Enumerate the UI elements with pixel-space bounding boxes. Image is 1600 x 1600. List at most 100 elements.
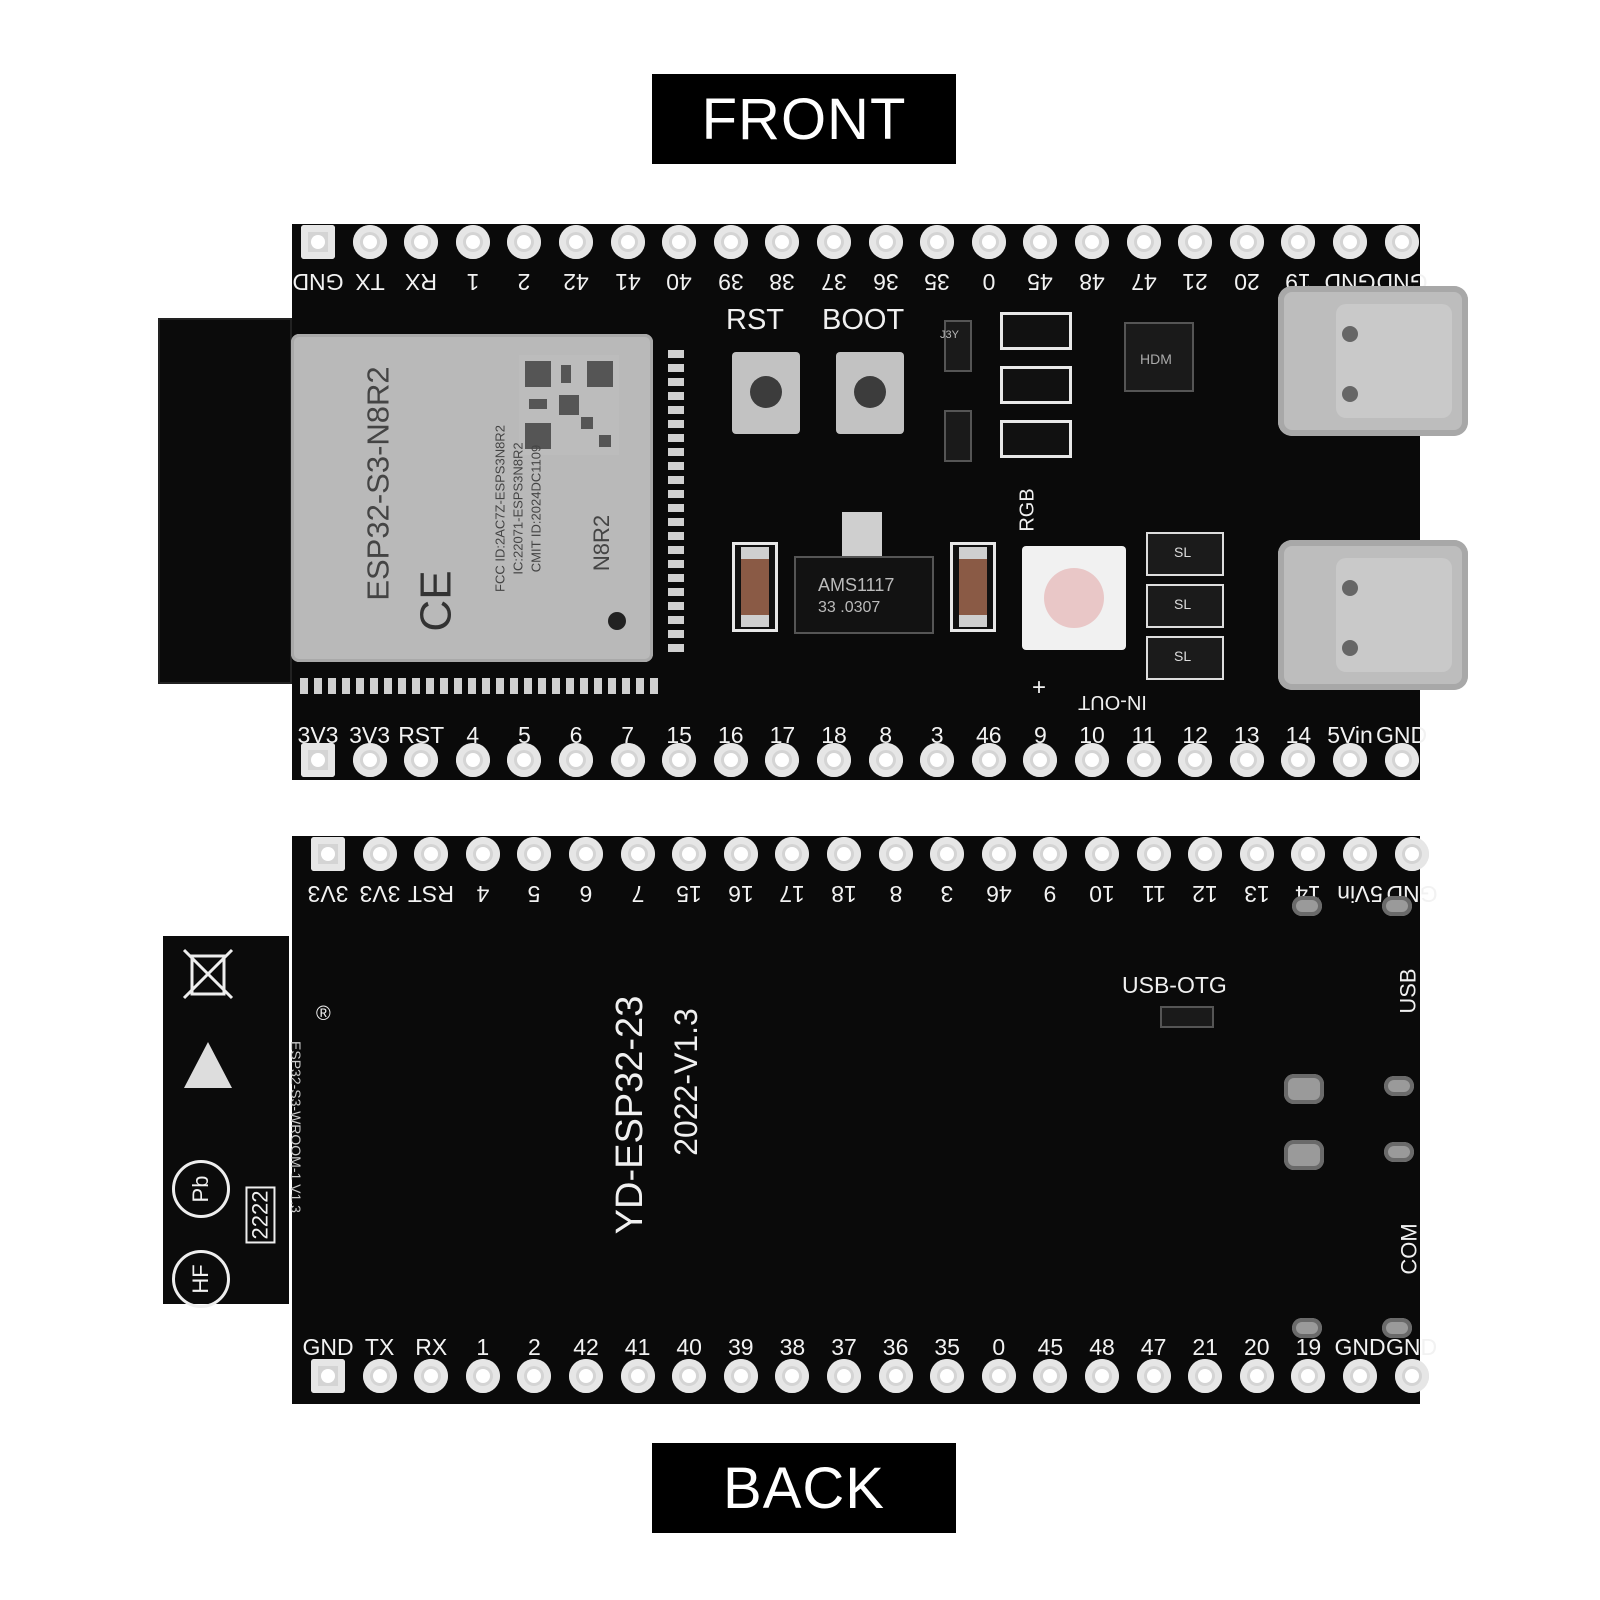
front-top-pin-11: [868, 225, 903, 259]
back-top-pin-7: [672, 837, 707, 871]
voltage-regulator: [794, 556, 934, 634]
front-bottom-pin-3: [455, 743, 490, 777]
front-bottom-pin-label-12: 3: [930, 722, 944, 748]
front-bottom-pin-2: [404, 743, 439, 777]
front-bottom-pin-5: [559, 743, 593, 777]
front-top-pin-9: [765, 225, 800, 259]
back-bottom-pin-1: [362, 1359, 397, 1393]
back-top-pin-11: [878, 837, 913, 871]
com-label: COM: [1396, 1223, 1422, 1275]
front-top-pin-label-11: 36: [872, 269, 899, 295]
esd-warning-icon: [180, 1036, 236, 1092]
module-bottom-pad-0: [300, 678, 308, 694]
rst-button-knob: [750, 376, 782, 408]
front-top-pin-15: [1075, 225, 1109, 259]
back-top-pin-label-1: 3V3: [359, 881, 401, 907]
front-top-pin-16: [1126, 225, 1161, 259]
module-bottom-pad-10: [440, 678, 448, 694]
front-top-pin-label-9: 38: [769, 269, 796, 295]
module-bottom-pad-14: [496, 678, 504, 694]
back-top-pin-15: [1085, 837, 1119, 871]
regulator-line-2: 33 .0307: [818, 599, 881, 616]
power-led: [1000, 312, 1072, 350]
diode-2-label: SL: [1174, 596, 1192, 612]
usb-hub-chip: [1124, 322, 1194, 392]
back-bottom-pin-label-6: 41: [624, 1334, 651, 1360]
back-top-pin-9: [775, 837, 810, 871]
front-top-pin-label-4: 2: [517, 269, 531, 295]
module-right-pad-16: [668, 574, 684, 582]
boot-button[interactable]: [836, 352, 904, 434]
front-bottom-pin-19: [1281, 743, 1316, 777]
back-top-pin-16: [1136, 837, 1171, 871]
back-bottom-pin-label-11: 36: [882, 1334, 909, 1360]
front-bottom-pin-18: [1229, 743, 1264, 777]
module-bottom-pad-1: [314, 678, 322, 694]
front-bottom-pin-label-18: 13: [1234, 722, 1260, 748]
usb-c-port-bottom[interactable]: [1278, 540, 1468, 690]
module-right-pad-3: [668, 392, 684, 400]
module-bottom-pad-17: [538, 678, 546, 694]
capacitor-right: [950, 542, 996, 632]
boot-button-knob: [854, 376, 886, 408]
back-bottom-pin-11: [878, 1359, 913, 1393]
back-bottom-pin-label-9: 38: [779, 1334, 806, 1360]
diode-3-label: SL: [1174, 648, 1192, 664]
front-bottom-pin-label-15: 10: [1079, 722, 1105, 748]
capacitor-left: [732, 542, 778, 632]
back-top-pin-label-7: 15: [676, 881, 702, 907]
module-right-pad-1: [668, 364, 684, 372]
module-cert-line-2: IC:22071-ESPS3N8R2: [510, 442, 526, 575]
back-top-pin-1: [362, 837, 397, 871]
front-top-pin-label-7: 40: [666, 269, 692, 295]
module-bottom-pad-25: [650, 678, 658, 694]
front-top-pin-label-12: 35: [924, 269, 950, 295]
back-bottom-pin-label-13: 0: [992, 1334, 1006, 1360]
front-bottom-pin-label-3: 4: [466, 722, 480, 748]
front-top-pin-18: [1229, 225, 1264, 259]
back-bottom-pin-9: [775, 1359, 810, 1393]
front-top-pin-13: [971, 225, 1006, 259]
module-right-pad-7: [668, 448, 684, 456]
front-bottom-pin-0: [301, 743, 335, 777]
front-bottom-pin-label-6: 7: [621, 722, 634, 748]
back-bottom-pin-label-19: 19: [1295, 1334, 1322, 1360]
front-bottom-pin-label-5: 6: [569, 722, 583, 748]
back-bottom-pin-20: [1343, 1359, 1377, 1393]
antenna: [158, 318, 292, 684]
front-top-pin-20: [1333, 225, 1367, 259]
back-top-pin-12: [930, 837, 965, 871]
back-bottom-pin-3: [465, 1359, 500, 1393]
front-label: FRONT: [652, 74, 956, 164]
front-top-pin-3: [455, 225, 490, 259]
rx-led: [1000, 420, 1072, 458]
back-bottom-pin-0: [311, 1359, 345, 1393]
front-top-pin-label-8: 39: [718, 269, 744, 295]
module-bottom-pad-4: [356, 678, 364, 694]
usb-otg-jumper: [1160, 1006, 1214, 1028]
module-bottom-pad-13: [482, 678, 490, 694]
front-top-pin-10: [817, 225, 851, 259]
solder-pad-2: [1382, 896, 1412, 916]
solder-pad-8: [1382, 1318, 1412, 1338]
module-right-pad-17: [668, 588, 684, 596]
back-bottom-pin-label-2: RX: [415, 1334, 448, 1360]
usb-otg-label: USB-OTG: [1122, 972, 1227, 998]
front-bottom-pin-15: [1075, 743, 1109, 777]
back-bottom-pin-13: [981, 1359, 1016, 1393]
module-right-pad-18: [668, 602, 684, 610]
front-bottom-pin-20: [1333, 743, 1367, 777]
module-right-pad-10: [668, 490, 684, 498]
back-top-pin-label-15: 10: [1089, 881, 1115, 907]
back-top-pin-label-11: 8: [889, 881, 902, 907]
back-bottom-pin-label-5: 42: [573, 1334, 599, 1360]
rst-button[interactable]: [732, 352, 800, 434]
back-top-pin-0: [311, 837, 345, 871]
back-bottom-pin-label-21: GND: [1386, 1334, 1438, 1360]
back-bottom-pin-label-1: TX: [364, 1334, 395, 1360]
transistor-1: [944, 320, 972, 372]
front-top-pin-label-16: 47: [1130, 269, 1157, 295]
diode-1-label: SL: [1174, 544, 1192, 560]
front-bottom-pin-label-1: 3V3: [349, 722, 391, 748]
usb-c-port-top[interactable]: [1278, 286, 1468, 436]
